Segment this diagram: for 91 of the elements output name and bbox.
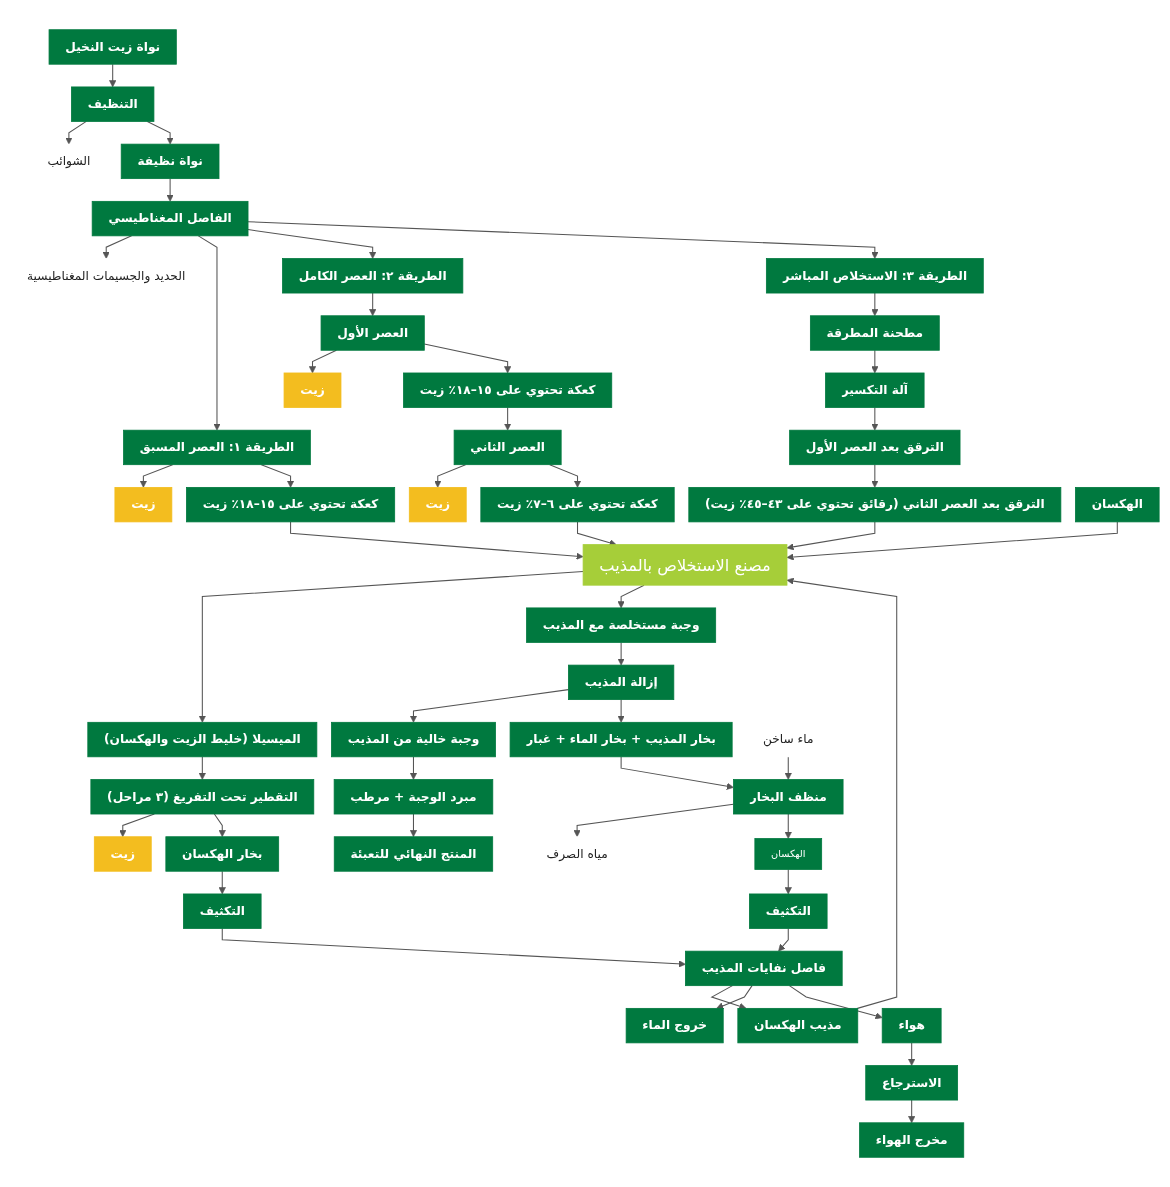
node-box: الترقق بعد العصر الثاني (رقائق تحتوي على ٤٣–٤٥٪ زيت) — [688, 487, 1062, 523]
arrow — [784, 868, 792, 895]
arrow — [710, 985, 747, 1010]
arrow — [260, 464, 295, 488]
node-box: الطريقة ٢: العصر الكامل — [282, 258, 464, 294]
arrow — [871, 349, 879, 374]
node-box: مبرد الوجبة + مرطب — [333, 779, 494, 815]
arrow — [213, 813, 226, 838]
arrow — [247, 229, 377, 259]
arrow — [871, 406, 879, 431]
node-box: الطريقة ١: العصر المسبق — [123, 429, 311, 466]
node-box: مطحنة المطرقة — [809, 315, 940, 351]
node-box: الهكسان — [1075, 487, 1160, 523]
arrow — [716, 985, 753, 1010]
node-box: زيت — [93, 836, 152, 872]
arrow — [369, 292, 377, 317]
node-box: زيت — [408, 487, 467, 523]
arrow — [409, 689, 569, 723]
node-box: العصر الأول — [320, 315, 425, 351]
arrow — [166, 178, 174, 202]
node-box: كعكة تحتوي على ١٥–١٨٪ زيت — [186, 487, 396, 523]
node-box: مصنع الاستخلاص بالمذيب — [582, 544, 788, 586]
node-box: الطريقة ٣: الاستخلاص المباشر — [765, 258, 984, 294]
node-box: التنظيف — [71, 86, 155, 122]
arrow — [218, 870, 226, 895]
arrow — [908, 1042, 916, 1066]
node-box: خروج الماء — [625, 1007, 724, 1044]
arrow — [409, 756, 418, 780]
node-box: مذيب الهكسان — [737, 1007, 859, 1044]
node-box: التكثيف — [183, 893, 262, 929]
arrow — [308, 349, 337, 374]
node-box: كعكة تحتوي على ١٥–١٨٪ زيت — [403, 372, 613, 408]
arrow — [65, 120, 87, 145]
arrow — [788, 985, 883, 1020]
arrow — [786, 577, 898, 1009]
node-box: الاسترجاع — [865, 1065, 958, 1101]
arrow — [146, 120, 174, 145]
node-box: التقطير تحت التفريغ (٣ مراحل) — [90, 779, 315, 815]
arrow — [786, 521, 1118, 561]
node-box: فاصل نفايات المذيب — [685, 950, 843, 987]
node-box: كعكة تحتوي على ٦–٧٪ زيت — [480, 487, 675, 523]
arrow — [778, 927, 789, 952]
arrow — [247, 221, 879, 259]
arrow — [409, 813, 418, 838]
node-box: نواة زيت النخيل — [48, 29, 177, 65]
arrow — [198, 571, 584, 723]
node-box: وجبة مستخلصة مع المذيب — [526, 607, 717, 643]
node-box: العصر الثاني — [453, 429, 562, 466]
node-box: إزالة المذيب — [568, 664, 675, 700]
arrow — [102, 235, 133, 259]
arrow — [290, 521, 584, 560]
node-text: الحديد والجسيمات المغناطيسية — [27, 268, 186, 283]
node-text: مياه الصرف — [546, 846, 608, 862]
arrow — [617, 641, 625, 666]
node-box: الميسيلا (خليط الزيت والهكسان) — [87, 721, 318, 758]
node-box: منظف البخار — [733, 779, 844, 815]
arrow — [617, 584, 645, 609]
arrow — [423, 343, 512, 374]
arrow — [549, 464, 582, 488]
arrow — [871, 292, 879, 317]
arrow — [908, 1099, 916, 1124]
node-box: زيت — [283, 372, 342, 408]
node-text: الشوائب — [47, 153, 91, 169]
arrow — [786, 521, 876, 551]
arrow — [109, 63, 117, 88]
node-box: الترقق بعد العصر الأول — [789, 429, 961, 466]
node-box: هواء — [881, 1007, 942, 1044]
arrow — [221, 927, 686, 968]
node-text: ماء ساخن — [763, 732, 814, 747]
arrow — [784, 756, 792, 780]
arrow — [434, 464, 467, 488]
arrow — [573, 803, 734, 838]
arrow — [620, 756, 734, 790]
arrow — [197, 235, 221, 431]
node-box: التكثيف — [749, 893, 828, 929]
node-box: بخار المذيب + بخار الماء + غبار — [509, 721, 733, 758]
arrow — [139, 464, 174, 488]
arrow — [617, 699, 625, 723]
node-box: زيت — [114, 487, 173, 523]
arrow — [871, 464, 879, 488]
node-box: المنتج النهائي للتعبئة — [333, 836, 494, 872]
node-box: نواة نظيفة — [120, 143, 220, 180]
node-box: الهكسان — [754, 838, 823, 870]
node-box: آلة التكسير — [825, 372, 925, 408]
node-box: الفاصل المغناطيسي — [91, 200, 249, 237]
node-box: بخار الهكسان — [165, 836, 280, 872]
arrow — [784, 813, 792, 839]
arrow — [198, 756, 206, 780]
node-box: وجبة خالية من المذيب — [331, 721, 496, 758]
node-box: مخرج الهواء — [859, 1122, 965, 1158]
arrow — [504, 406, 512, 431]
